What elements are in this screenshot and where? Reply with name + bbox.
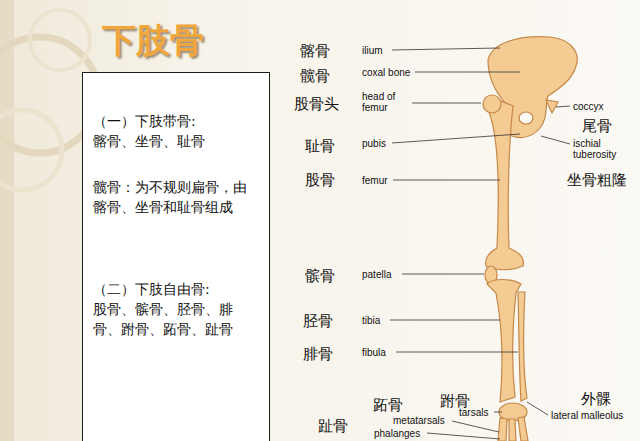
side-band (0, 0, 14, 441)
bone-name-zh: 胫骨 (303, 313, 333, 330)
section-body: 股骨、髌骨、胫骨、腓骨、跗骨、跖骨、趾骨 (93, 299, 259, 339)
leader-line (415, 72, 520, 73)
bone-name-en: tibia (362, 315, 380, 326)
leader-line (392, 134, 520, 143)
bone-name-en: tarsals (459, 407, 488, 418)
obturator-foramen (519, 112, 533, 124)
fibula-bone (518, 292, 527, 401)
bone-name-en: metatarsals (393, 415, 445, 426)
leader-line (452, 421, 499, 432)
bone-name-en: lateral malleolus (551, 410, 623, 421)
text-panel: （一）下肢带骨:髂骨、坐骨、耻骨髋骨：为不规则扁骨，由髂骨、坐骨和耻骨组成 （二）… (82, 72, 270, 441)
bone-name-zh: 跖骨 (373, 397, 403, 414)
bone-name-en: fibula (362, 347, 386, 358)
leader-line (527, 402, 548, 415)
bone-name-zh: 髂骨 (300, 43, 330, 60)
bone-name-zh: 腓骨 (303, 346, 333, 363)
bone-name-en: femur (362, 175, 388, 186)
femur-bone (486, 98, 524, 270)
leader-line (427, 433, 500, 439)
bone-name-en: phalanges (374, 428, 420, 439)
bone-name-zh: 耻骨 (305, 138, 335, 155)
bone-name-en: coxal bone (362, 67, 410, 78)
bone-name-zh: 股骨 (305, 172, 335, 189)
section-body: 髂骨、坐骨、耻骨 (93, 131, 259, 151)
section-heading: （一）下肢带骨: (93, 111, 259, 131)
metatarsal-bones (498, 417, 528, 441)
section-body: 髋骨：为不规则扁骨，由髂骨、坐骨和耻骨组成 (93, 177, 259, 217)
leader-line (402, 274, 484, 275)
leader-line (412, 103, 481, 104)
bone-name-zh: 股骨头 (294, 96, 339, 113)
bone-name-zh: 尾骨 (582, 118, 612, 135)
bone-name-en: ilium (362, 45, 383, 56)
leader-line (556, 106, 570, 107)
deco-ring (0, 110, 62, 190)
femur-head (483, 95, 501, 113)
leader-line (541, 136, 570, 144)
bone-name-en: pubis (362, 138, 386, 149)
bone-name-en: head of femur (362, 91, 408, 113)
deco-ring (30, 10, 90, 70)
leader-line (393, 180, 500, 181)
leader-line (494, 412, 502, 413)
slide-title: 下肢骨 (102, 18, 204, 64)
tibia-bone (487, 280, 521, 403)
coccyx-bone (546, 100, 558, 113)
bone-name-zh: 坐骨粗隆 (567, 172, 627, 189)
leader-line (392, 48, 500, 50)
bone-name-zh: 趾骨 (318, 418, 348, 435)
bone-name-zh: 髋骨 (300, 68, 330, 85)
section-heading: （二）下肢自由骨: (93, 279, 259, 299)
leader-line (396, 352, 518, 353)
bone-name-zh: 外髁 (581, 391, 611, 408)
bone-name-en: coccyx (573, 101, 604, 112)
bone-name-en: ischial tuberosity (573, 138, 627, 160)
bone-name-en: patella (362, 269, 391, 280)
leader-line (390, 320, 500, 321)
bone-name-zh: 髌骨 (305, 268, 335, 285)
